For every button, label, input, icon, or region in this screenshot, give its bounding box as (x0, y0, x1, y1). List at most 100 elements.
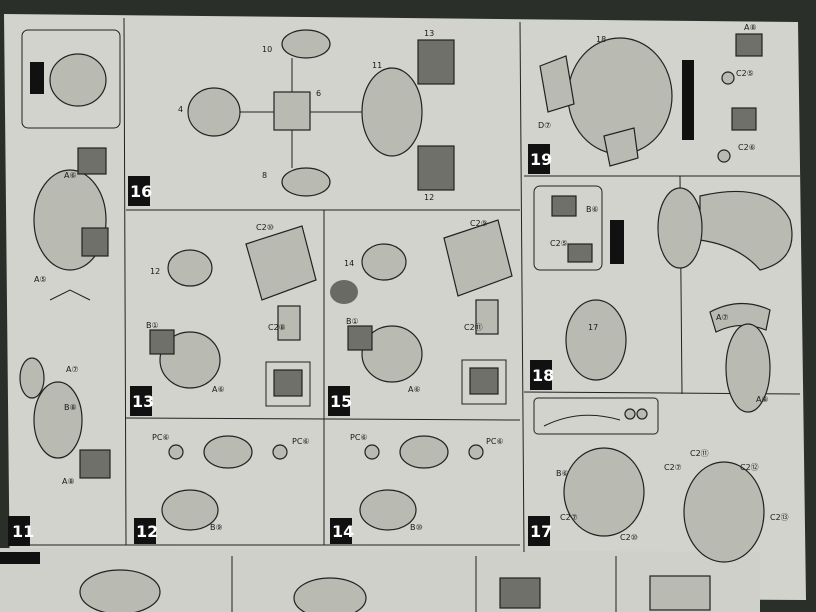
small-part-2 (731, 107, 757, 131)
paper-sheet-bottom (0, 548, 760, 612)
small-part (551, 195, 577, 217)
part-label: B① (346, 317, 359, 326)
shoulder-joint-bottom (417, 145, 455, 191)
step-badge-19 (528, 144, 550, 174)
connector-part (277, 305, 301, 341)
part-label: 4 (178, 105, 183, 114)
part-label: C2⑤ (550, 239, 568, 248)
forearm-part (443, 219, 513, 297)
part-label: C2⑩ (620, 533, 638, 542)
elbow-joint-part (167, 249, 213, 287)
arm-piece-2 (81, 227, 109, 257)
armor-plate (347, 325, 373, 351)
hand-piece (79, 449, 111, 479)
polycap-part (272, 444, 288, 460)
bead (636, 408, 648, 420)
part-label: 13 (424, 29, 434, 38)
step-number-17: 17 (530, 522, 552, 541)
shoulder-joint-top (417, 39, 455, 85)
part-label: B① (146, 321, 159, 330)
step-15-panel: C2⑨ C2⑪ B① A⑥ 14 15 (328, 219, 513, 416)
part-label: 17 (588, 323, 598, 332)
part-label: C2⑥ (738, 143, 756, 152)
forearm-armor-part (361, 325, 423, 383)
part-label: PC⑥ (350, 433, 368, 442)
part-label: A⑧ (756, 395, 769, 404)
step-18-panel: 17 A⑦ A⑧ B⑥ C2⑤ 18 (530, 185, 793, 413)
part-label: A⑥ (408, 385, 421, 394)
part-label: D⑦ (538, 121, 551, 130)
polycap-part (364, 444, 380, 460)
detail-inset (461, 359, 507, 405)
part-preview (649, 575, 711, 611)
step-14-panel: PC⑥ PC⑥ B⑩ 14 (330, 433, 504, 544)
part-label: 12 (424, 193, 434, 202)
part-label: A⑦ (716, 313, 729, 322)
part-label: C2⑩ (256, 223, 274, 232)
joint-assembly (161, 489, 219, 531)
part-label: B⑥ (556, 469, 569, 478)
part-label: C2⑦ (560, 513, 578, 522)
part-label: PC⑥ (486, 437, 504, 446)
front-skirt-top (709, 302, 771, 333)
joint-assembly (359, 489, 417, 531)
detail-part (273, 369, 303, 397)
part-label: A⑥ (212, 385, 225, 394)
step-number-14: 14 (332, 522, 354, 541)
step-badge-17 (528, 516, 550, 546)
glue-icon (717, 149, 731, 163)
small-part-2 (567, 243, 593, 263)
step-17-inset (533, 397, 659, 435)
part-label: C2⑤ (736, 69, 754, 78)
joint-part (399, 435, 449, 469)
part-label: 12 (150, 267, 160, 276)
forearm-part (245, 225, 317, 301)
part-label: C2⑨ (470, 219, 488, 228)
small-cap-part (19, 357, 45, 399)
part-label: 8 (262, 171, 267, 180)
rear-skirt-part (563, 447, 645, 537)
part-label: 10 (262, 45, 272, 54)
part-label: 18 (596, 35, 606, 44)
step-badge-15 (328, 386, 350, 416)
smudge (330, 280, 358, 304)
arm-assembly-2 (33, 381, 83, 459)
sticker-icon (721, 71, 735, 85)
arm-piece (77, 147, 107, 175)
next-page-fragment (0, 552, 711, 612)
part-label: A⑦ (66, 365, 79, 374)
note-bar (610, 220, 624, 264)
skirt-plate-part (699, 190, 793, 271)
step-13-panel: C2⑩ C2⑧ B① A⑥ 12 13 (130, 223, 317, 416)
part-label: B⑨ (210, 523, 223, 532)
upper-arm-part (281, 29, 331, 59)
step-badge-16 (128, 176, 150, 206)
detail-part (469, 367, 499, 395)
part-label: A⑧ (744, 23, 757, 32)
small-part (735, 33, 763, 57)
step-19-panel: D⑦ 18 A⑧ C2⑤ C2⑥ 19 (528, 23, 763, 174)
step-16-panel: 4 6 10 8 11 13 12 16 (128, 29, 455, 206)
part-preview (293, 577, 367, 612)
part-label: A⑥ (64, 171, 77, 180)
page-edge-bar (0, 552, 40, 564)
part-label: C2⑦ (664, 463, 682, 472)
step-badge-12 (134, 518, 156, 544)
part-label: 6 (316, 89, 321, 98)
part-label: A⑤ (34, 275, 47, 284)
armor-plate (149, 329, 175, 355)
shoulder-armor-part (49, 53, 107, 107)
arrow-split (49, 289, 91, 301)
part-preview (499, 577, 541, 609)
polycap-part (168, 444, 184, 460)
part-label: PC⑥ (152, 433, 170, 442)
step-number-12: 12 (136, 522, 158, 541)
part-label: B⑥ (586, 205, 599, 214)
part-label: 11 (372, 61, 382, 70)
step-11-inset (21, 29, 121, 129)
part-label: B⑧ (64, 403, 77, 412)
torso-armor-part (361, 67, 423, 157)
step-12-panel: PC⑥ PC⑥ B⑨ 12 (134, 433, 310, 544)
sticker-note-bar (682, 60, 694, 140)
